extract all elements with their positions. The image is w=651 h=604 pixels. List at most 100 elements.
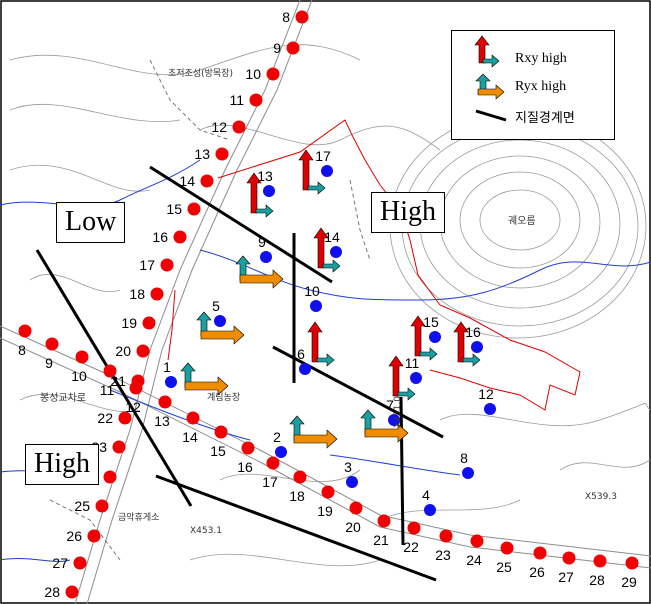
blue-station-label: 12	[478, 386, 494, 402]
rxy-high-marker	[298, 149, 326, 195]
red-station-dot	[266, 456, 280, 470]
legend-symbols	[474, 35, 507, 122]
blue-station-label: 7	[386, 397, 394, 413]
geological-boundary-lines	[35, 165, 444, 582]
red-station-label: 10	[71, 368, 87, 384]
red-station-dot	[118, 411, 132, 425]
red-station-dot	[200, 174, 214, 188]
rxy-legend-icon	[474, 35, 500, 68]
place-name: 초저조성(방목장)	[168, 68, 233, 79]
place-name: X539.3	[585, 492, 617, 502]
red-station-dot	[142, 316, 156, 330]
red-station-label: 21	[373, 532, 389, 548]
rxy-high-marker	[453, 321, 481, 367]
red-station-label: 25	[74, 498, 90, 514]
rxy-high-marker	[410, 315, 438, 361]
red-station-label: 16	[152, 229, 168, 245]
legend-rxy-label: Rxy high	[515, 51, 567, 66]
blue-station-dot	[330, 246, 342, 258]
red-station-label: 27	[52, 555, 68, 571]
red-station-dot	[500, 541, 514, 555]
red-station-label: 26	[66, 528, 82, 544]
red-station-dot	[45, 337, 59, 351]
trails	[49, 59, 371, 561]
red-station-dot	[321, 485, 335, 499]
red-station-dot	[241, 441, 255, 455]
place-name: 금악휴게소	[118, 511, 159, 523]
red-station-dot	[173, 230, 187, 244]
red-station-label: 22	[403, 539, 419, 555]
red-station-label: 8	[18, 342, 26, 358]
red-station-label: 12	[211, 119, 227, 135]
red-station-dot	[18, 324, 32, 338]
red-station-label: 28	[589, 572, 605, 588]
rxy-high-marker	[313, 227, 341, 273]
red-station-label: 18	[129, 286, 145, 302]
blue-station-label: 17	[315, 148, 331, 164]
red-station-dot	[249, 93, 263, 107]
ryx-marker-group	[180, 255, 409, 449]
blue-station-label: 16	[465, 324, 481, 340]
blue-station-dot	[471, 341, 483, 353]
red-station-dot	[103, 470, 117, 484]
red-station-dot	[73, 556, 87, 570]
blue-station-dot	[321, 165, 333, 177]
blue-station-label: 9	[258, 234, 266, 250]
red-station-dot	[439, 529, 453, 543]
blue-station-label: 2	[273, 429, 281, 445]
blue-station-dot	[424, 504, 436, 516]
red-station-label: 13	[194, 146, 210, 162]
red-station-label: 13	[154, 413, 170, 429]
red-station-dot	[377, 514, 391, 528]
red-station-label: 14	[179, 173, 195, 189]
blue-station-label: 15	[423, 314, 439, 330]
high-resistivity-label-left: High	[25, 444, 99, 485]
red-station-dot	[187, 202, 201, 216]
red-station-dot	[75, 350, 89, 364]
survey-area-boundary	[167, 119, 581, 411]
red-station-label: 28	[44, 584, 60, 600]
red-station-label: 19	[317, 503, 333, 519]
blue-station-dot	[275, 446, 287, 458]
red-station-label: 27	[558, 569, 574, 585]
rxy-high-marker	[246, 172, 274, 218]
blue-station-dot	[462, 467, 474, 479]
red-station-label: 22	[97, 410, 113, 426]
blue-station-dot	[410, 372, 422, 384]
place-name: X453.1	[190, 526, 222, 536]
red-station-dot	[562, 551, 576, 565]
red-station-label: 26	[529, 564, 545, 580]
blue-station-dot	[310, 300, 322, 312]
place-name: 계림농장	[207, 391, 240, 403]
blue-station-label: 11	[405, 355, 420, 371]
legend-boundary-label: 지질경계면	[515, 111, 575, 126]
blue-station-label: 6	[297, 346, 305, 362]
red-station-label: 12	[125, 399, 141, 415]
red-station-dot	[129, 381, 143, 395]
red-station-label: 17	[139, 257, 155, 273]
red-station-label: 17	[262, 474, 278, 490]
red-station-dot	[215, 147, 229, 161]
red-station-dot	[103, 364, 117, 378]
red-station-label: 14	[182, 429, 198, 445]
red-station-label: 20	[345, 519, 361, 535]
red-station-dot	[625, 556, 639, 570]
ryx-high-marker	[235, 255, 284, 289]
red-station-dot	[160, 258, 174, 272]
red-station-label: 23	[435, 547, 451, 563]
blue-station-dot	[429, 331, 441, 343]
red-station-label: 20	[115, 343, 131, 359]
blue-station-label: 3	[344, 459, 352, 475]
blue-station-dot	[388, 414, 400, 426]
red-station-dot	[214, 425, 228, 439]
blue-station-dot	[484, 403, 496, 415]
rxy-high-marker	[307, 321, 335, 367]
place-name: 궤오름	[508, 215, 536, 227]
red-station-label: 25	[496, 559, 512, 575]
blue-station-label: 8	[460, 450, 468, 466]
red-station-dot	[286, 41, 300, 55]
red-station-dot	[533, 546, 547, 560]
ryx-high-marker	[289, 415, 338, 449]
